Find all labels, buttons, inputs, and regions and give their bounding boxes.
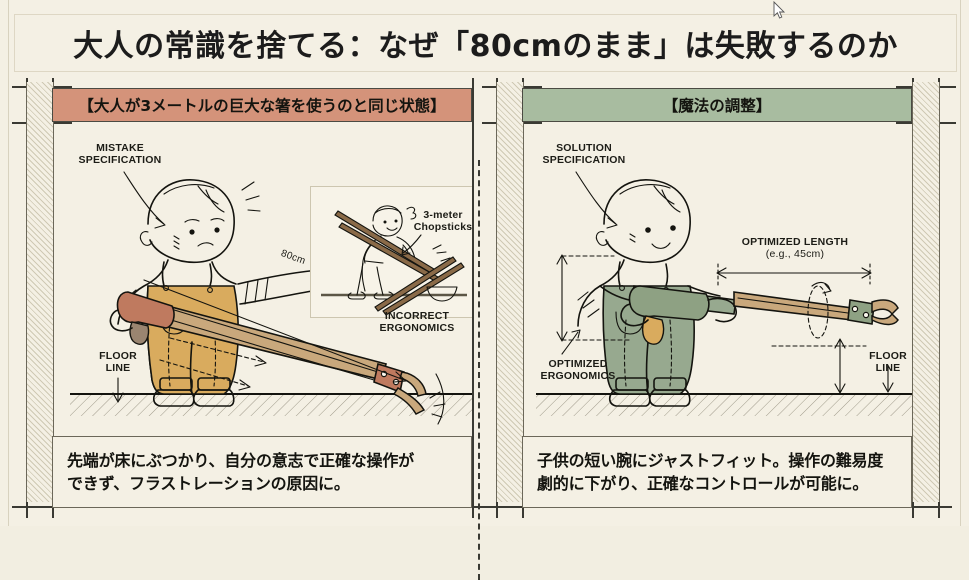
hatched-gutter: [496, 82, 524, 502]
panel-divider: [478, 160, 480, 580]
inset-chopsticks-box: 3-meter Chopsticks: [310, 186, 472, 318]
panel-left-illustration: 3-meter Chopsticks MISTAKE SPECIFICATION…: [52, 128, 472, 428]
left-scene-svg: [70, 171, 472, 425]
incorrect-ergo-line2: ERGONOMICS: [379, 322, 455, 335]
panel-left-header: 【大人が3メートルの巨大な箸を使うのと同じ状態】: [52, 88, 472, 122]
right-scene-svg: [536, 171, 912, 416]
solution-specification-label: SOLUTION SPECIFICATION: [524, 142, 644, 167]
incorrect-ergo-line1: INCORRECT: [384, 310, 450, 322]
panel-right-header-text: 【魔法の調整】: [662, 97, 772, 115]
caption-right-line2: 劇的に下がり、正確なコントロールが可能に。: [537, 474, 869, 493]
panel-right-solution: 【魔法の調整】: [482, 78, 956, 518]
caption-right-line1: 子供の短い腕にジャストフィット。操作の難易度: [537, 450, 884, 470]
optimized-length-line2: (e.g., 45cm): [765, 248, 825, 261]
panel-left-mistake: 【大人が3メートルの巨大な箸を使うのと同じ状態】: [12, 78, 490, 518]
optimized-ergonomics-label: OPTIMIZED ERGONOMICS: [526, 358, 630, 383]
solution-spec-line2: SPECIFICATION: [542, 154, 626, 167]
floor-line-right-line1: FLOOR: [869, 350, 907, 362]
inset-label-line2: Chopsticks: [413, 221, 472, 234]
panels-container: 【大人が3メートルの巨大な箸を使うのと同じ状態】: [0, 78, 969, 580]
panel-right-illustration: SOLUTION SPECIFICATION OPTIMIZED LENGTH …: [522, 128, 912, 428]
optimized-ergo-line1: OPTIMIZED: [548, 358, 608, 370]
page-title: 大人の常識を捨てる：なぜ「80cmのまま」は失敗するのか: [73, 29, 898, 64]
panel-right-header: 【魔法の調整】: [522, 88, 912, 122]
title-band: 大人の常識を捨てる：なぜ「80cmのまま」は失敗するのか: [14, 14, 957, 72]
mistake-spec-line2: SPECIFICATION: [78, 154, 162, 167]
optimized-length-line1: OPTIMIZED LENGTH: [741, 236, 849, 248]
floor-line-label-right: FLOOR LINE: [854, 350, 912, 375]
mouse-cursor-icon: [773, 0, 786, 19]
solution-spec-line1: SOLUTION: [556, 142, 612, 154]
hatched-gutter: [912, 82, 940, 502]
floor-line-left-line1: FLOOR: [99, 350, 137, 362]
floor-line-label-left: FLOOR LINE: [80, 350, 156, 375]
panel-right-caption: 子供の短い腕にジャストフィット。操作の難易度 劇的に下がり、正確なコントロールが…: [522, 436, 912, 508]
floor-line-right-line2: LINE: [875, 362, 901, 375]
panel-left-caption: 先端が床にぶつかり、自分の意志で正確な操作が できず、フラストレーションの原因に…: [52, 436, 472, 508]
page-edge-right: [960, 0, 961, 526]
caption-left-line2: できず、フラストレーションの原因に。: [67, 474, 350, 493]
page-edge-left: [8, 0, 9, 526]
crop-mark: [472, 78, 474, 518]
inset-label-line1: 3-meter: [423, 209, 463, 221]
mistake-specification-label: MISTAKE SPECIFICATION: [60, 142, 180, 167]
optimized-length-label: OPTIMIZED LENGTH (e.g., 45cm): [724, 236, 866, 261]
optimized-ergo-line2: ERGONOMICS: [540, 370, 616, 383]
hatched-gutter: [26, 82, 54, 502]
incorrect-ergonomics-label: INCORRECT ERGONOMICS: [364, 310, 470, 335]
inset-label: 3-meter Chopsticks: [411, 209, 472, 234]
caption-left-line1: 先端が床にぶつかり、自分の意志で正確な操作が: [67, 450, 414, 470]
panel-left-header-text: 【大人が3メートルの巨大な箸を使うのと同じ状態】: [78, 97, 446, 115]
floor-line-left-line2: LINE: [105, 362, 131, 375]
inset-scene-svg: [321, 205, 467, 316]
mistake-spec-line1: MISTAKE: [96, 142, 144, 154]
